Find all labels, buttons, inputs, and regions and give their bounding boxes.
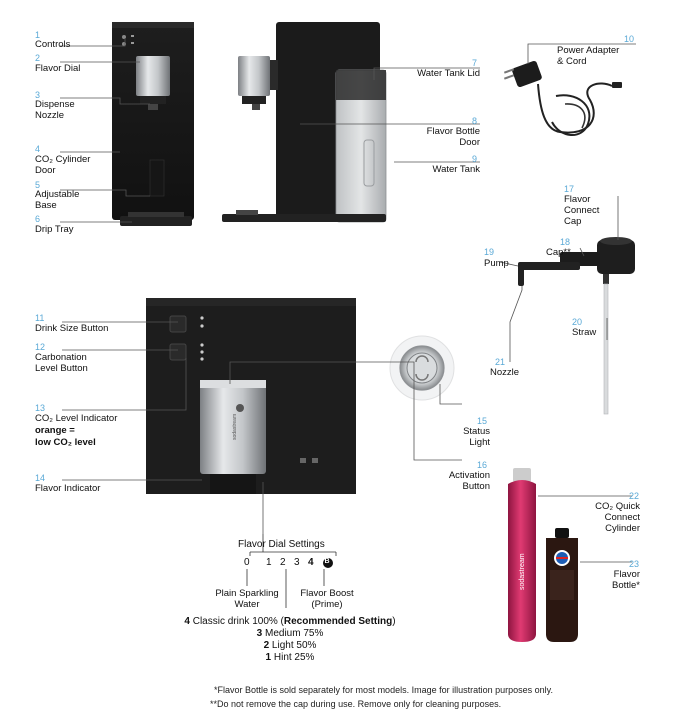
label-controls: Controls <box>35 39 71 50</box>
callout-number-12: 12 <box>35 342 46 352</box>
label-adjustable-base: Adjustable Base <box>35 189 80 211</box>
callout-number-4: 4 <box>35 144 41 154</box>
flavor-connect-cap-image <box>518 237 635 415</box>
label-water-tank-lid: Water Tank Lid <box>417 68 480 79</box>
callout-number-1: 1 <box>35 30 41 40</box>
label-drink-size-button: Drink Size Button <box>35 323 109 334</box>
label-activation-button: Activation Button <box>448 470 490 492</box>
label-flavor-bottle-door: Flavor Bottle Door <box>426 126 480 148</box>
callout-number-18: 18 <box>560 237 571 247</box>
flavor-bottle-image <box>546 528 578 642</box>
label-nozzle: Nozzle <box>490 367 520 378</box>
boost-badge <box>323 558 333 568</box>
label-drip-tray: Drip Tray <box>35 224 74 235</box>
callout-number-3: 3 <box>35 90 41 100</box>
cylinder-brand-text: sodastream <box>519 553 526 590</box>
label-power-adapter: Power Adapter & Cord <box>557 45 620 67</box>
level-line-1: 1 Hint 25% <box>265 652 315 663</box>
leader-lines <box>60 38 636 563</box>
dial-setting-3: 3 <box>294 557 300 568</box>
callout-number-22: 22 <box>629 491 640 501</box>
flavor-dial-settings-title: Flavor Dial Settings <box>238 539 325 550</box>
label-water-tank: Water Tank <box>432 164 480 175</box>
control-panel-closeup: sodastream <box>146 298 356 494</box>
callout-number-14: 14 <box>35 473 46 483</box>
callout-number-13: 13 <box>35 403 46 413</box>
label-co2-orange-note: orange = <box>35 425 75 436</box>
footnote-cap: **Do not remove the cap during use. Remo… <box>210 699 502 709</box>
callout-number-11: 11 <box>35 313 45 323</box>
callout-number-10: 10 <box>624 34 635 44</box>
callout-number-9: 9 <box>472 154 478 164</box>
label-plain-sparkling-water: Plain Sparkling Water <box>215 588 279 610</box>
label-co2-low-note: low CO₂ level <box>35 437 96 448</box>
label-carbonation-level-button: Carbonation Level Button <box>35 352 88 374</box>
callout-number-20: 20 <box>572 317 583 327</box>
callout-number-7: 7 <box>472 58 478 68</box>
label-pump: Pump <box>484 258 509 269</box>
callout-number-5: 5 <box>35 180 41 190</box>
dial-setting-1: 1 <box>266 557 272 568</box>
callout-number-16: 16 <box>477 460 488 470</box>
dial-setting-boost: B <box>324 557 330 565</box>
dial-setting-2: 2 <box>280 557 286 568</box>
label-flavor-connect-cap: Flavor Connect Cap <box>564 194 600 227</box>
level-line-4: 4 Classic drink 100% (Recommended Settin… <box>184 616 396 627</box>
callout-number-15: 15 <box>477 416 488 426</box>
label-flavor-indicator: Flavor Indicator <box>35 483 101 494</box>
label-flavor-bottle: Flavor Bottle* <box>612 569 640 591</box>
footnote-flavor-bottle: *Flavor Bottle is sold separately for mo… <box>214 685 553 695</box>
label-co2-quick-connect-cylinder: CO₂ Quick Connect Cylinder <box>595 501 640 534</box>
callout-number-19: 19 <box>484 247 495 257</box>
callout-number-21: 21 <box>495 357 506 367</box>
side-view-machine <box>222 22 387 223</box>
level-line-2: 2 Light 50% <box>263 640 317 651</box>
dial-setting-0: 0 <box>244 557 250 568</box>
callout-number-2: 2 <box>35 53 41 63</box>
dial-settings-bracket <box>246 534 337 608</box>
label-straw: Straw <box>572 327 597 338</box>
label-status-light: Status Light <box>463 426 490 448</box>
dial-setting-4: 4 <box>308 557 314 568</box>
callout-number-17: 17 <box>564 184 575 194</box>
callout-number-6: 6 <box>35 214 41 224</box>
flavor-dial-brand-text: sodastream <box>232 414 238 440</box>
level-line-3: 3 Medium 75% <box>256 628 324 639</box>
callout-number-23: 23 <box>629 559 640 569</box>
power-adapter-image <box>503 61 622 136</box>
label-dispense-nozzle: Dispense Nozzle <box>35 99 75 121</box>
front-view-machine <box>112 22 194 226</box>
callout-number-8: 8 <box>472 116 478 126</box>
label-cap: Cap** <box>546 247 571 258</box>
label-flavor-boost: Flavor Boost (Prime) <box>300 588 354 610</box>
co2-cylinder-image: sodastream <box>508 468 536 642</box>
activation-button-closeup <box>389 335 455 401</box>
label-co2-level-indicator: CO₂ Level Indicator <box>35 413 118 424</box>
label-flavor-dial: Flavor Dial <box>35 63 81 74</box>
label-co2-cylinder-door: CO₂ Cylinder Door <box>35 154 91 176</box>
